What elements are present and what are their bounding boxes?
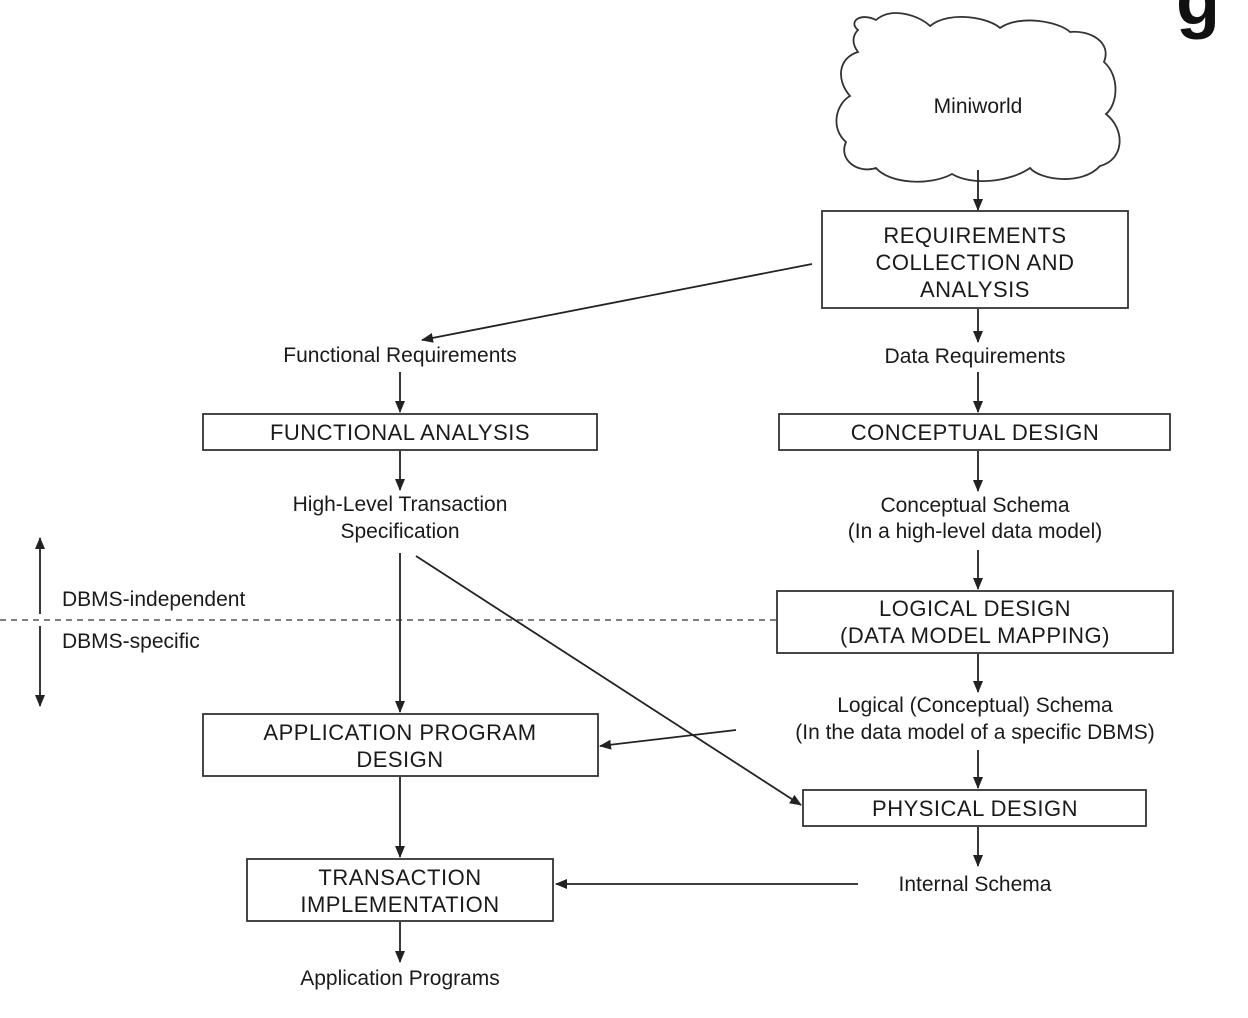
physical-design-box bbox=[802, 789, 1147, 827]
functional-analysis-box bbox=[202, 413, 598, 451]
requirements-line-3: ANALYSIS bbox=[920, 277, 1030, 302]
dbms-specific-label: DBMS-specific bbox=[62, 630, 200, 653]
logical-schema-line-2: (In the data model of a specific DBMS) bbox=[795, 721, 1155, 744]
high-level-spec-line-1: High-Level Transaction bbox=[293, 493, 508, 516]
edge-spec-to-physical-design bbox=[415, 555, 802, 806]
edge-requirements-to-functional-requirements bbox=[421, 263, 813, 343]
requirements-line-1: REQUIREMENTS bbox=[883, 223, 1066, 248]
conceptual-schema-line-2: (In a high-level data model) bbox=[848, 520, 1102, 543]
logical-schema-line-1: Logical (Conceptual) Schema bbox=[837, 694, 1113, 717]
transaction-implementation-line-1: TRANSACTION bbox=[318, 865, 481, 890]
conceptual-design-box bbox=[778, 413, 1171, 451]
miniworld-label: Miniworld bbox=[934, 95, 1023, 118]
edge-logical-schema-to-application-program-design bbox=[599, 729, 737, 750]
requirements-collection-box bbox=[821, 210, 1129, 309]
dbms-independent-label: DBMS-independent bbox=[62, 588, 245, 611]
application-programs-label: Application Programs bbox=[300, 967, 500, 990]
logical-design-line-1: LOGICAL DESIGN bbox=[879, 596, 1071, 621]
top-title-fragment: g bbox=[1176, 0, 1220, 40]
transaction-implementation-line-2: IMPLEMENTATION bbox=[300, 892, 499, 917]
functional-analysis-label: FUNCTIONAL ANALYSIS bbox=[270, 420, 530, 445]
logical-design-box bbox=[776, 590, 1174, 654]
logical-design-line-2: (DATA MODEL MAPPING) bbox=[840, 623, 1110, 648]
internal-schema-label: Internal Schema bbox=[899, 873, 1052, 896]
conceptual-design-label: CONCEPTUAL DESIGN bbox=[851, 420, 1100, 445]
application-program-design-box bbox=[202, 713, 599, 777]
miniworld-cloud-shape bbox=[835, 12, 1121, 183]
functional-requirements-label: Functional Requirements bbox=[283, 344, 516, 367]
physical-design-label: PHYSICAL DESIGN bbox=[872, 796, 1078, 821]
transaction-implementation-box bbox=[246, 858, 554, 922]
conceptual-schema-line-1: Conceptual Schema bbox=[880, 494, 1069, 517]
high-level-spec-line-2: Specification bbox=[340, 520, 459, 543]
application-program-design-line-2: DESIGN bbox=[356, 747, 443, 772]
data-requirements-label: Data Requirements bbox=[885, 345, 1066, 368]
requirements-line-2: COLLECTION AND bbox=[876, 250, 1075, 275]
application-program-design-line-1: APPLICATION PROGRAM bbox=[263, 720, 536, 745]
